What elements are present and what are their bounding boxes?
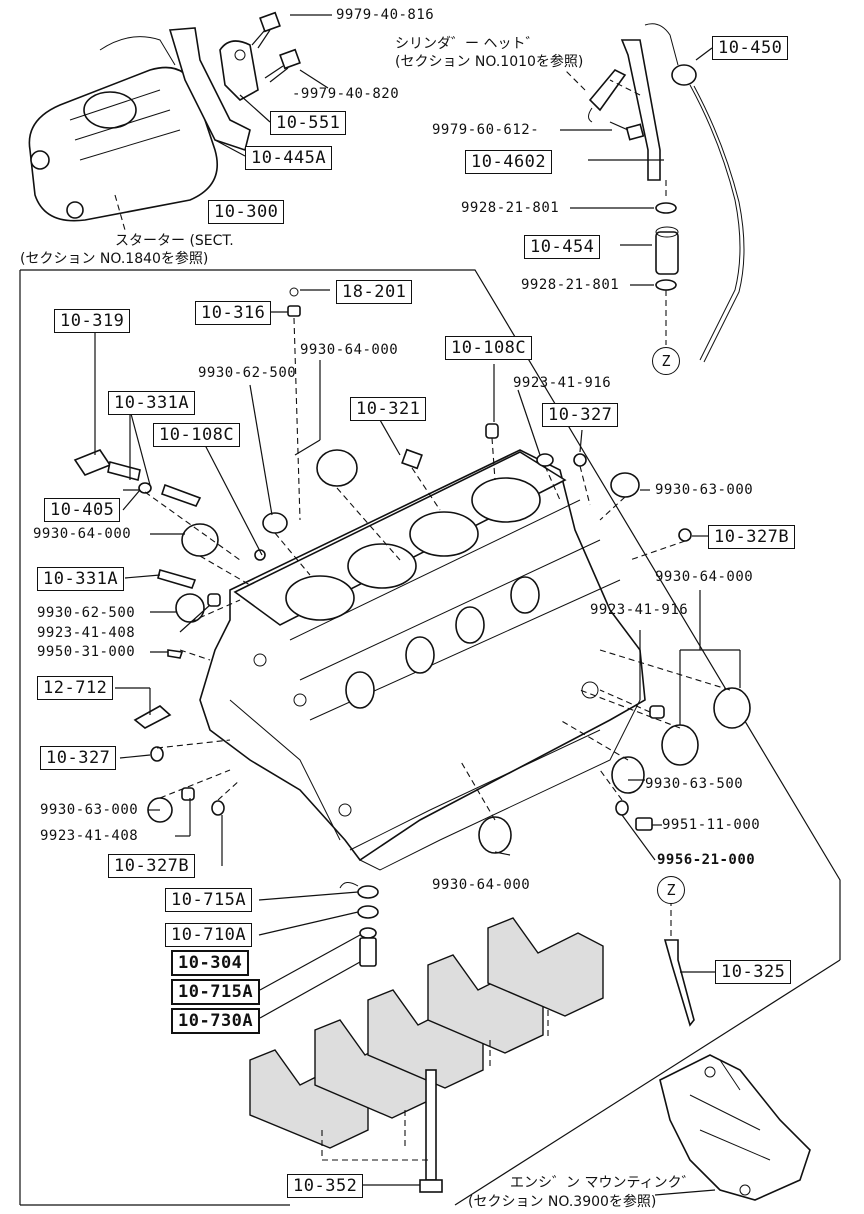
- part-ref-10-715a-2: 10-715A: [171, 979, 261, 1005]
- part-ref-10-108c-left: 10-108C: [153, 423, 241, 447]
- part-ref-10-331a-left: 10-331A: [37, 567, 125, 591]
- part-ref-10-327-top: 10-327: [542, 403, 619, 427]
- part-number: 9930-64-000: [33, 526, 132, 542]
- part-number: 9928-21-801: [521, 277, 620, 293]
- part-ref-10-454: 10-454: [524, 235, 601, 259]
- part-number: 9930-62-500: [198, 365, 297, 381]
- part-number: 9923-41-916: [513, 375, 612, 391]
- part-number: 9930-64-000: [300, 342, 399, 358]
- part-ref-10-450: 10-450: [712, 36, 789, 60]
- starter-motor: [28, 36, 219, 222]
- note-starter-ref: (セクション NO.1840を参照): [20, 251, 209, 267]
- part-ref-10-730a: 10-730A: [171, 1008, 261, 1034]
- part-ref-10-327-left: 10-327: [40, 746, 117, 770]
- part-ref-10-710a: 10-710A: [165, 923, 253, 947]
- part-ref-10-327b-right: 10-327B: [708, 525, 796, 549]
- part-ref-10-321: 10-321: [350, 397, 427, 421]
- part-ref-18-201: 18-201: [336, 280, 413, 304]
- part-ref-10-327b-left: 10-327B: [108, 854, 196, 878]
- part-number: 9928-21-801: [461, 200, 560, 216]
- part-number: 9923-41-916: [590, 602, 689, 618]
- part-ref-10-445a: 10-445A: [245, 146, 333, 170]
- part-ref-10-715a-1: 10-715A: [165, 888, 253, 912]
- part-ref-10-4602: 10-4602: [465, 150, 553, 174]
- bearing-caps: [249, 917, 604, 1149]
- part-ref-10-331a-top: 10-331A: [108, 391, 196, 415]
- part-number: 9930-63-000: [40, 802, 139, 818]
- part-ref-10-316: 10-316: [195, 301, 272, 325]
- part-ref-10-108c-top: 10-108C: [445, 336, 533, 360]
- part-number: 9930-64-000: [655, 569, 754, 585]
- part-number: 9979-60-612-: [432, 122, 540, 138]
- part-number: 9930-64-000: [432, 877, 531, 893]
- part-number: 9956-21-000: [657, 852, 756, 868]
- note-cylinder-head-ref: (セクション NO.1010を参照): [395, 54, 584, 70]
- part-ref-10-304: 10-304: [171, 950, 250, 976]
- part-number: 9950-31-000: [37, 644, 136, 660]
- part-ref-10-300: 10-300: [208, 200, 285, 224]
- part-number: -9979-40-820: [292, 86, 400, 102]
- note-engine-mounting-ref: (セクション NO.3900を参照): [468, 1194, 657, 1210]
- part-number: 9951-11-000: [662, 817, 761, 833]
- part-number: 9979-40-816: [336, 7, 435, 23]
- connector-marker-z-bottom: Z: [657, 876, 685, 904]
- part-ref-10-319: 10-319: [54, 309, 131, 333]
- note-cylinder-head: シリンダ゛ー ヘット゛: [395, 36, 540, 52]
- part-ref-12-712: 12-712: [37, 676, 114, 700]
- part-number: 9930-62-500: [37, 605, 136, 621]
- part-number: 9923-41-408: [40, 828, 139, 844]
- part-number: 9930-63-500: [645, 776, 744, 792]
- part-number: 9923-41-408: [37, 625, 136, 641]
- note-engine-mounting: エンシ゛ン マウンティンク゛: [510, 1175, 696, 1191]
- part-number: 9930-63-000: [655, 482, 754, 498]
- part-ref-10-352: 10-352: [287, 1174, 364, 1198]
- note-starter: スターター (SECT.: [115, 233, 234, 249]
- part-ref-10-551: 10-551: [270, 111, 347, 135]
- part-ref-10-405: 10-405: [44, 498, 121, 522]
- part-ref-10-325: 10-325: [715, 960, 792, 984]
- cylinder-block: [199, 449, 646, 871]
- connector-marker-z-top: Z: [652, 347, 680, 375]
